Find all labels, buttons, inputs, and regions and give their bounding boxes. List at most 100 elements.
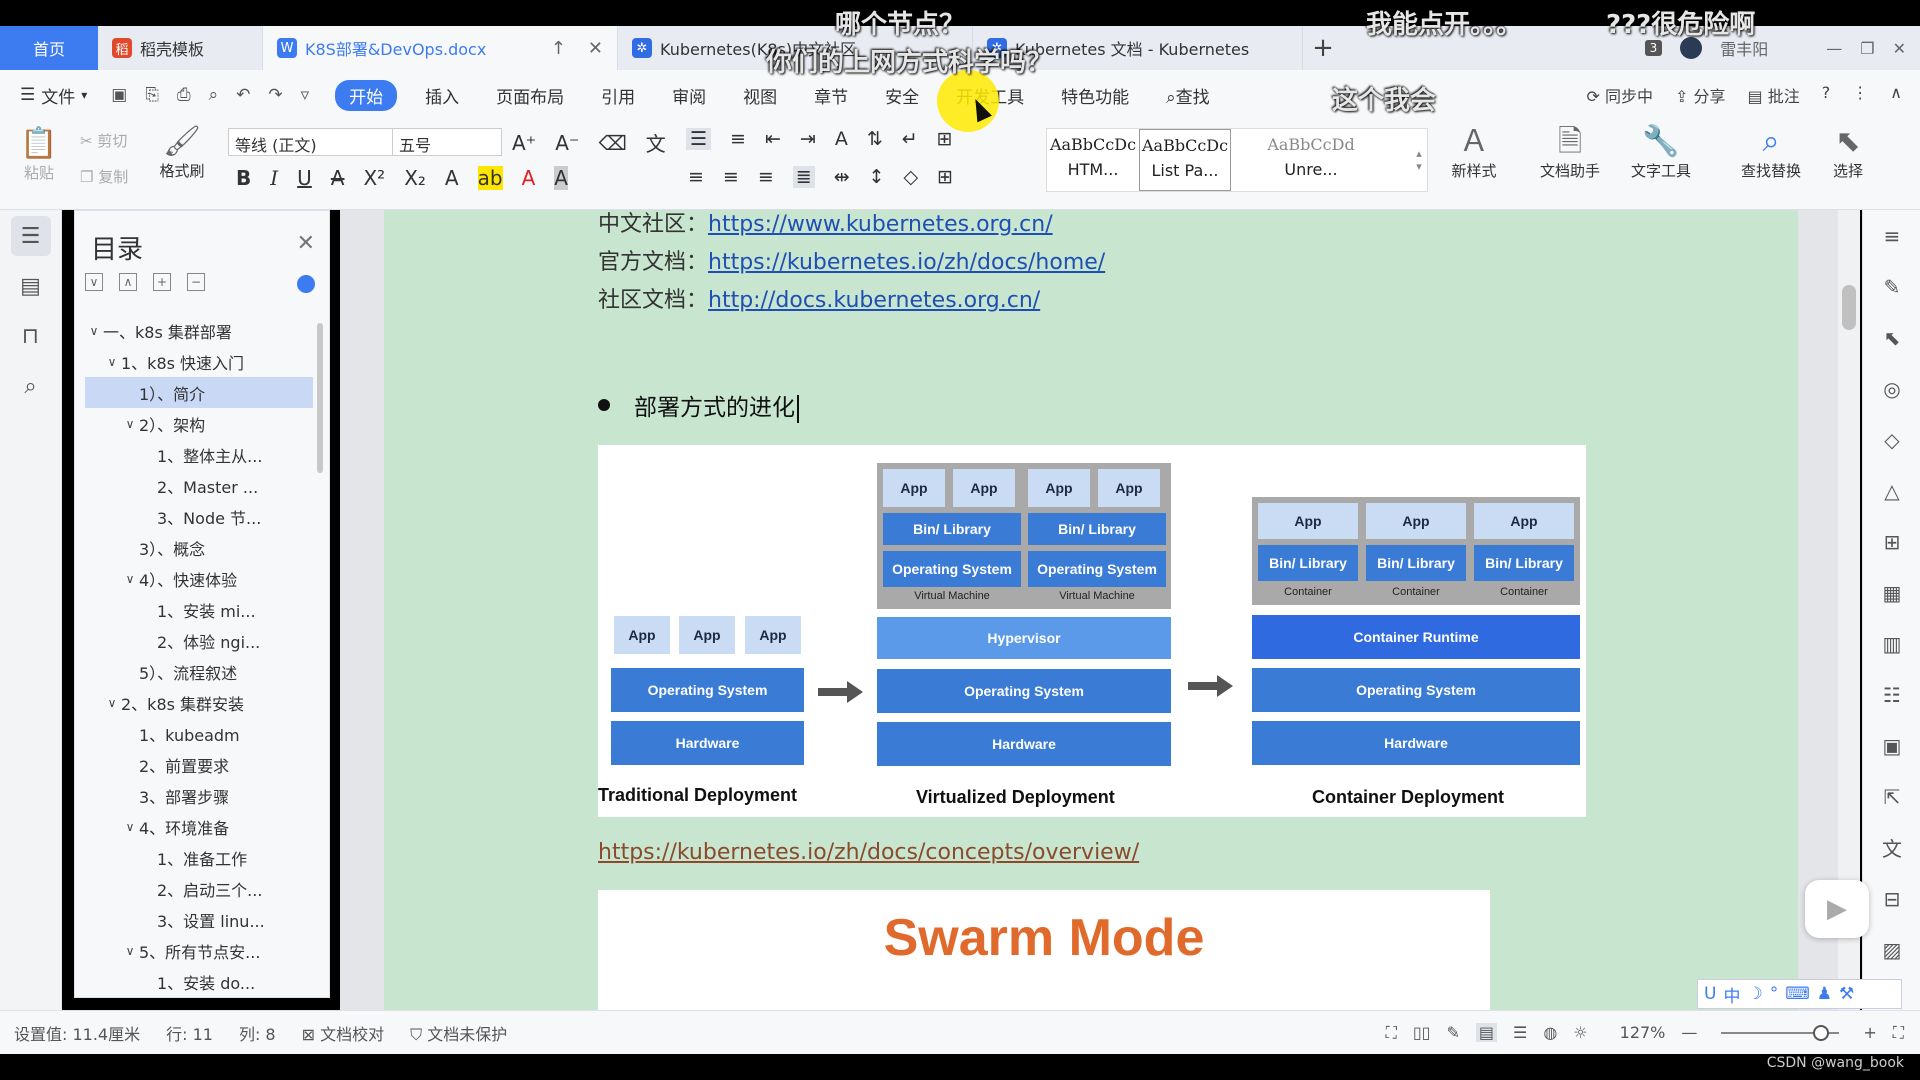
font-size-select[interactable]: 五号: [392, 128, 502, 156]
outline-view-icon[interactable]: ☰: [1512, 1023, 1528, 1042]
align-left-icon[interactable]: ≡: [688, 166, 704, 188]
help-icon[interactable]: ?: [1821, 83, 1831, 102]
ime-punctuation-icon[interactable]: °: [1769, 984, 1779, 1004]
distributed-icon[interactable]: ⇹: [833, 166, 850, 188]
community-link[interactable]: https://www.kubernetes.org.cn/: [708, 212, 1053, 237]
archive-icon[interactable]: ⊟: [1883, 886, 1901, 911]
sort-icon[interactable]: ⇅: [866, 128, 883, 150]
new-style-button[interactable]: Ａ 新样式: [1440, 124, 1508, 181]
menu-security[interactable]: 安全: [885, 87, 920, 108]
play-video-icon[interactable]: ▶: [1805, 880, 1869, 938]
location-icon[interactable]: ◎: [1883, 376, 1901, 401]
collapse-ribbon-icon[interactable]: ∧: [1890, 83, 1902, 102]
tab-template[interactable]: 稻 稻壳模板: [98, 26, 263, 70]
find-replace-button[interactable]: ⌕ 查找替换: [1728, 124, 1814, 181]
image-edit-icon[interactable]: ▣: [1882, 733, 1902, 758]
toc-item[interactable]: 3、设置 linu...: [85, 904, 313, 935]
tab-k8s-community[interactable]: ✲ Kubernetes(K8s)中文社区: [618, 26, 973, 70]
zoom-in-icon[interactable]: +: [1863, 1023, 1877, 1042]
expand-all-icon[interactable]: ∨: [85, 273, 103, 291]
edit-mode-icon[interactable]: ✎: [1446, 1023, 1460, 1042]
cut-button[interactable]: ✂ 剪切: [80, 130, 150, 151]
chevron-down-icon[interactable]: ∨: [125, 943, 135, 958]
align-center-icon[interactable]: ≡: [722, 166, 739, 188]
picture-icon[interactable]: ▨: [1882, 937, 1902, 962]
text-tools-button[interactable]: 🔧 文字工具: [1618, 124, 1704, 181]
line-spacing-icon[interactable]: ↕: [868, 166, 885, 188]
menu-start[interactable]: 开始: [335, 79, 398, 111]
toc-item[interactable]: 1、准备工作: [85, 842, 313, 873]
minimize-icon[interactable]: —: [1826, 38, 1843, 58]
username[interactable]: 雷丰阳: [1720, 40, 1769, 59]
clear-format-icon[interactable]: ⌫: [598, 130, 627, 155]
toc-item[interactable]: ∨2）、架构: [85, 408, 313, 439]
menu-features[interactable]: 特色功能: [1061, 87, 1130, 108]
toc-scrollbar[interactable]: [317, 323, 323, 473]
scrollbar-thumb[interactable]: [1842, 285, 1856, 330]
menu-search[interactable]: ⌕查找: [1166, 83, 1210, 108]
community-docs-link[interactable]: http://docs.kubernetes.org.cn/: [708, 288, 1041, 313]
overview-link[interactable]: https://kubernetes.io/zh/docs/concepts/o…: [598, 840, 1140, 865]
select-button[interactable]: ⬉ 选择: [1818, 124, 1878, 181]
bookmark-icon[interactable]: ⊓: [21, 323, 40, 349]
triangle-icon[interactable]: △: [1884, 478, 1900, 503]
new-tab-button[interactable]: +: [1312, 33, 1334, 63]
ime-wrench-icon[interactable]: ⚒: [1839, 984, 1855, 1004]
menu-insert[interactable]: 插入: [425, 87, 460, 108]
font-color-icon[interactable]: A: [521, 166, 536, 190]
border-icon[interactable]: ⊞: [937, 166, 954, 188]
grid-icon[interactable]: ▦: [1882, 580, 1902, 605]
toc-item[interactable]: 2、Master ...: [85, 470, 313, 501]
bold-icon[interactable]: B: [236, 166, 252, 190]
comment-button[interactable]: ▤ 批注: [1748, 83, 1800, 107]
pages-icon[interactable]: ▤: [20, 273, 41, 299]
print-preview-icon[interactable]: ⌕: [208, 85, 219, 105]
toc-item[interactable]: 2、体验 ngi...: [85, 625, 313, 656]
format-painter-button[interactable]: 🖌 格式刷: [152, 124, 212, 181]
zoom-slider-knob[interactable]: [1813, 1024, 1830, 1041]
menu-lines-icon[interactable]: ≡: [1883, 223, 1901, 248]
toc-item[interactable]: ∨1、k8s 快速入门: [85, 346, 313, 377]
ime-chinese-icon[interactable]: 中: [1723, 986, 1741, 1007]
paste-button[interactable]: 📋 粘贴: [14, 126, 64, 183]
tab-k8s-docs[interactable]: ✲ Kubernetes 文档 - Kubernetes: [973, 26, 1303, 70]
toc-item[interactable]: 1、整体主从...: [85, 439, 313, 470]
chevron-down-icon[interactable]: ∨: [125, 416, 135, 431]
chevron-down-icon[interactable]: ∨: [125, 571, 135, 586]
close-icon[interactable]: ✕: [587, 37, 603, 59]
bullet-list-icon[interactable]: ☰: [686, 128, 712, 150]
menu-view[interactable]: 视图: [743, 87, 778, 108]
toc-item[interactable]: 1、kubeadm: [85, 718, 313, 749]
style-unresolved[interactable]: AaBbCcDd Unre...: [1231, 129, 1391, 191]
web-view-icon[interactable]: ◍: [1543, 1023, 1558, 1042]
strikethrough-icon[interactable]: A: [330, 166, 345, 190]
file-menu[interactable]: ☰ 文件 ▾: [20, 83, 87, 108]
export-icon[interactable]: ⇱: [1883, 784, 1901, 809]
align-right-icon[interactable]: ≡: [757, 166, 774, 188]
underline-icon[interactable]: U: [297, 166, 312, 190]
table-icon[interactable]: ⊞: [1883, 529, 1901, 554]
chevron-down-icon[interactable]: ∨: [107, 354, 117, 369]
add-heading-icon[interactable]: +: [153, 273, 171, 291]
document-page[interactable]: 中文社区：https://www.kubernetes.org.cn/ 官方文档…: [384, 210, 1798, 1010]
official-docs-link[interactable]: https://kubernetes.io/zh/docs/home/: [708, 250, 1106, 275]
close-icon[interactable]: ✕: [296, 231, 315, 256]
increase-indent-icon[interactable]: ⇥: [799, 128, 816, 150]
window-count-badge[interactable]: 3: [1644, 40, 1663, 56]
doc-assistant-button[interactable]: 🗎 文档助手: [1530, 124, 1610, 181]
style-list-paragraph[interactable]: AaBbCcDc List Pa...: [1139, 129, 1231, 191]
chevron-down-icon[interactable]: ∨: [107, 695, 117, 710]
highlight-icon[interactable]: ab: [477, 166, 503, 190]
more-icon[interactable]: ⋮: [1852, 83, 1869, 102]
pen-icon[interactable]: ✎: [1883, 274, 1901, 299]
sync-button[interactable]: ⟳ 同步中: [1587, 83, 1654, 107]
line-break-icon[interactable]: ↵: [901, 128, 918, 150]
toc-item[interactable]: ∨2、k8s 集群安装: [85, 687, 313, 718]
style-html[interactable]: AaBbCcDc HTM...: [1047, 129, 1139, 191]
remove-heading-icon[interactable]: −: [187, 273, 205, 291]
tab-home[interactable]: 首页: [0, 26, 98, 70]
subscript-icon[interactable]: X₂: [404, 166, 426, 190]
toc-item[interactable]: ∨一、k8s 集群部署: [85, 315, 313, 346]
decrease-indent-icon[interactable]: ⇤: [764, 128, 781, 150]
toc-item[interactable]: 3、部署步骤: [85, 780, 313, 811]
